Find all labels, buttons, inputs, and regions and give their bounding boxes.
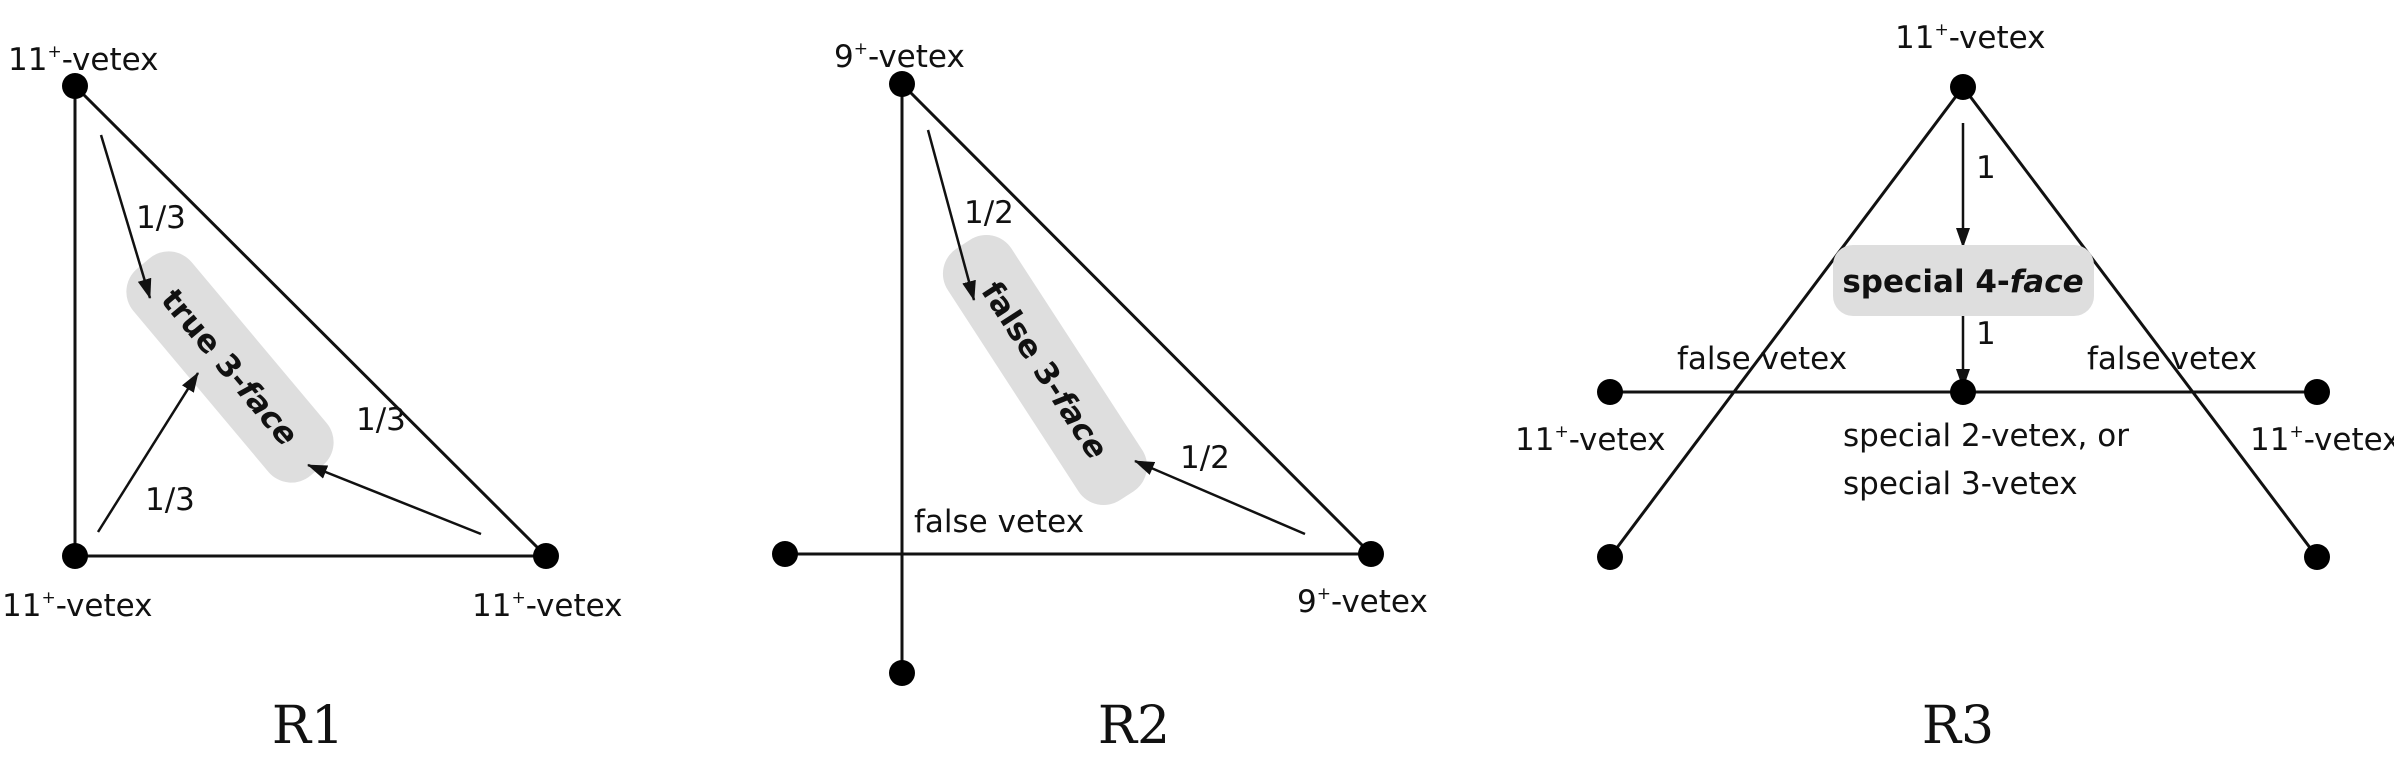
r3-title: R3 [1922,696,1994,756]
r3-charge-bottom: 1 [1976,316,1996,352]
r2-vertex-left [772,541,798,567]
r3-vertex-bottom-left [1597,544,1623,570]
r1-true-3-face-pill: true 3-face [126,251,334,483]
r1-left-vertex-label: 11+-vetex [2,588,153,624]
r3-center-label-line2: special 3-vetex [1843,466,2078,502]
r2-vertex-right [1358,541,1384,567]
r2-vertex-top [889,71,915,97]
r2-arrow-right [1134,459,1306,536]
r3-right-vertex-label: 11+-vetex [2250,422,2394,458]
r3-false-vertex-right-label: false vetex [2087,341,2257,377]
r1-right-vertex-label: 11+-vetex [472,588,623,624]
r2-right-vertex-label: 9+-vetex [1297,584,1428,620]
r1-edge-hypotenuse [73,84,548,558]
r1-vertex-top [62,73,88,99]
r3-vertex-top [1950,74,1976,100]
r3-vertex-mid-left [1597,379,1623,405]
r1-top-vertex-label: 11+-vetex [8,42,159,78]
r3-edge-left-diagonal [1608,86,1965,558]
r2-arrow-top [926,129,976,301]
r1-arrow-top [99,134,152,299]
rule-r2-diagram: false 3-face 1/2 1/2 false vetex 9+-vete… [772,39,1428,756]
r2-top-vertex-label: 9+-vetex [834,39,965,75]
r3-charge-top: 1 [1976,150,1996,186]
r3-top-vertex-label: 11+-vetex [1895,20,2046,56]
r3-false-vertex-left-label: false vetex [1677,341,1847,377]
svg-text:special 4-face: special 4-face [1842,264,2083,300]
r1-arrow-right [307,463,482,536]
rule-r3-diagram: special 4-face 1 1 false vetex false vet… [1515,20,2394,756]
r1-title: R1 [272,696,344,756]
r3-face-italic: face [2010,264,2084,300]
r3-center-label-line1: special 2-vetex, or [1843,418,2129,454]
r2-false-3-face-pill: false 3-face [942,235,1148,505]
r1-vertex-left [62,543,88,569]
r2-charge-top: 1/2 [964,195,1014,231]
r3-face-prefix: special 4- [1842,264,2009,300]
r2-edge-hypotenuse [900,82,1373,556]
r3-vertex-bottom-right [2304,544,2330,570]
r1-arrow-left [96,372,200,533]
r3-left-vertex-label: 11+-vetex [1515,422,1666,458]
r3-vertex-mid-right [2304,379,2330,405]
r3-special-4-face-pill: special 4-face [1833,245,2094,316]
r2-false-vertex-label: false vetex [914,504,1084,540]
r1-charge-left: 1/3 [145,482,195,518]
r3-edge-right-diagonal [1961,86,2319,558]
rule-r1-diagram: true 3-face 1/3 1/3 1/3 11+-vetex 11+-ve… [2,42,623,756]
r3-vertex-center [1950,379,1976,405]
r2-vertex-bottom [889,660,915,686]
r2-charge-right: 1/2 [1180,440,1230,476]
r1-charge-top: 1/3 [136,200,186,236]
r1-vertex-right [533,543,559,569]
r2-title: R2 [1098,696,1170,756]
r1-charge-right: 1/3 [356,402,406,438]
